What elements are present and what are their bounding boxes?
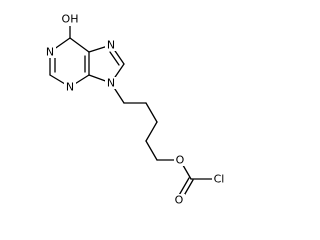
bond-c4p-c5p bbox=[145, 140, 158, 161]
atom-labels: OH N N N N O O Cl bbox=[44, 13, 227, 207]
bond-n7-c8-inner bbox=[109, 51, 120, 66]
bond-c5-c6 bbox=[69, 37, 90, 53]
bonds bbox=[49, 23, 215, 200]
atom-label-n3: N bbox=[66, 81, 74, 94]
bond-c2p-c3p bbox=[145, 102, 158, 123]
bond-c3p-c4p bbox=[145, 121, 158, 142]
atom-label-ester-o: O bbox=[176, 154, 185, 167]
atom-label-n9: N bbox=[107, 77, 115, 90]
atom-label-n1: N bbox=[46, 46, 54, 59]
atom-label-carbonyl-o: O bbox=[175, 194, 184, 207]
chemical-structure: OH N N N N O O Cl bbox=[44, 12, 227, 207]
atom-label-n7: N bbox=[107, 39, 115, 52]
atom-label-chlorine: Cl bbox=[214, 173, 225, 186]
atom-label-hydroxyl: OH bbox=[62, 13, 79, 26]
bond-ccarbonyl-o-double-b bbox=[177, 177, 190, 198]
